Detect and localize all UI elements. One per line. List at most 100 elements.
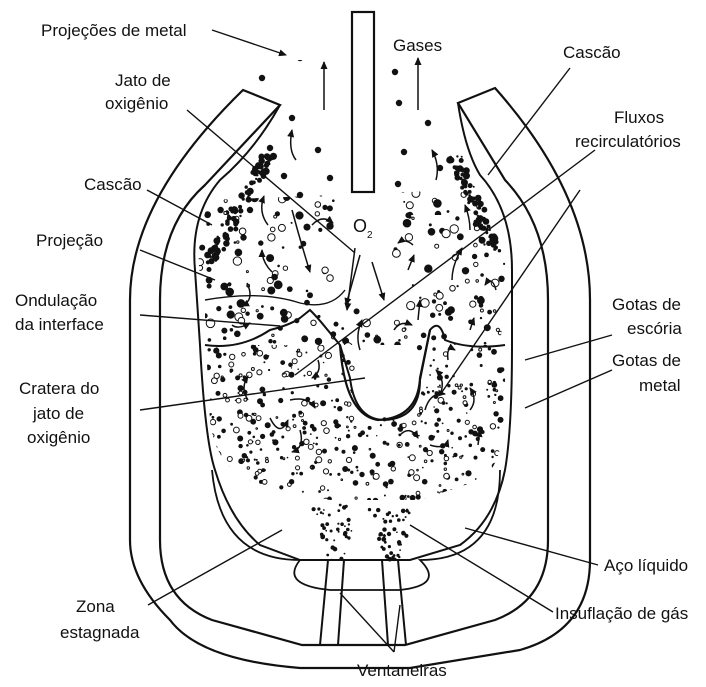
label-ondulacao-2: da interface xyxy=(15,315,104,334)
metal-droplet xyxy=(446,402,448,404)
metal-droplet xyxy=(321,421,326,426)
metal-droplet xyxy=(244,413,249,418)
slag-droplet xyxy=(237,241,239,243)
skull-particle xyxy=(222,247,227,252)
metal-droplet xyxy=(232,495,235,498)
metal-droplet xyxy=(409,455,415,461)
metal-droplet xyxy=(455,478,459,482)
gas-bubble xyxy=(368,508,371,511)
metal-droplet xyxy=(263,493,267,497)
slag-droplet xyxy=(246,271,248,273)
slag-droplet xyxy=(412,189,420,197)
metal-droplet xyxy=(316,437,317,438)
metal-droplet xyxy=(286,427,290,431)
metal-droplet xyxy=(348,430,350,432)
metal-droplet xyxy=(251,368,254,371)
metal-droplet xyxy=(217,416,222,421)
metal-droplet xyxy=(447,430,449,432)
gas-bubble xyxy=(392,515,394,517)
metal-droplet xyxy=(292,359,297,364)
slag-droplet xyxy=(443,301,447,305)
metal-droplet xyxy=(261,493,266,498)
metal-droplet xyxy=(405,502,408,505)
metal-droplet xyxy=(450,489,453,492)
label-cratera-2: jato de xyxy=(32,404,84,423)
metal-droplet xyxy=(419,412,422,415)
metal-droplet xyxy=(439,492,444,497)
gas-bubble xyxy=(383,520,387,524)
gas-bubble xyxy=(405,516,407,518)
metal-droplet xyxy=(251,490,257,496)
metal-droplet xyxy=(334,447,338,451)
metal-droplet xyxy=(434,408,439,413)
slag-droplet xyxy=(327,189,333,195)
skull-particle xyxy=(234,209,238,213)
metal-droplet xyxy=(391,421,397,427)
metal-droplet xyxy=(254,475,258,479)
skull-particle xyxy=(229,207,233,211)
slag-droplet xyxy=(318,228,322,232)
metal-droplet xyxy=(366,435,368,437)
metal-droplet xyxy=(385,486,387,488)
metal-droplet xyxy=(316,449,321,454)
metal-droplet xyxy=(417,469,419,471)
slag-droplet xyxy=(235,249,243,257)
metal-droplet xyxy=(229,362,234,367)
slag-droplet xyxy=(197,259,204,266)
slag-droplet xyxy=(334,322,339,327)
slag-droplet xyxy=(275,211,280,216)
skull-particle xyxy=(461,179,466,184)
gas-bubble xyxy=(326,554,329,557)
slag-droplet xyxy=(208,338,212,342)
slag-droplet xyxy=(237,299,246,308)
metal-droplet xyxy=(493,402,495,404)
metal-droplet xyxy=(325,352,331,358)
slag-droplet xyxy=(480,317,482,319)
metal-droplet xyxy=(256,416,261,421)
metal-droplet xyxy=(310,466,312,468)
metal-droplet xyxy=(289,372,295,378)
metal-droplet xyxy=(359,472,364,477)
skull-particle xyxy=(456,155,458,157)
skull-particle xyxy=(477,215,483,221)
slag-droplet xyxy=(224,199,227,202)
metal-droplet xyxy=(490,424,495,429)
gas-bubble xyxy=(382,527,386,531)
slag-droplet xyxy=(291,222,293,224)
metal-droplet xyxy=(249,492,251,494)
gas-injection-plumes xyxy=(312,504,411,562)
metal-droplet xyxy=(235,400,237,402)
metal-droplet xyxy=(337,473,340,476)
skull-particle xyxy=(473,210,478,215)
slag-droplet xyxy=(304,224,311,231)
skull-particle xyxy=(269,155,274,160)
slag-droplet xyxy=(229,305,233,309)
slag-droplet xyxy=(217,207,223,213)
metal-droplet xyxy=(262,480,267,485)
metal-droplet xyxy=(430,365,432,367)
metal-droplet xyxy=(276,417,278,419)
metal-droplet xyxy=(460,456,462,458)
metal-droplet xyxy=(498,462,504,468)
metal-droplet xyxy=(493,388,497,392)
metal-droplet xyxy=(342,450,346,454)
metal-droplet xyxy=(466,412,468,414)
metal-droplet xyxy=(302,400,308,406)
metal-droplet xyxy=(491,349,497,355)
metal-droplet xyxy=(296,472,298,474)
metal-droplet xyxy=(250,419,256,425)
metal-droplet xyxy=(293,425,296,428)
metal-droplet xyxy=(417,345,422,350)
slag-droplet xyxy=(448,311,452,315)
metal-droplet xyxy=(295,456,299,460)
gas-bubble xyxy=(386,513,390,517)
label-cascao-top: Cascão xyxy=(563,43,621,62)
skull-particle xyxy=(467,196,474,203)
metal-droplet xyxy=(475,478,477,480)
metal-droplet xyxy=(270,432,275,437)
metal-droplet xyxy=(495,481,496,482)
skull-particle xyxy=(223,240,230,247)
metal-droplet xyxy=(314,377,317,380)
metal-droplet xyxy=(291,367,292,368)
projection-droplet xyxy=(285,27,291,33)
